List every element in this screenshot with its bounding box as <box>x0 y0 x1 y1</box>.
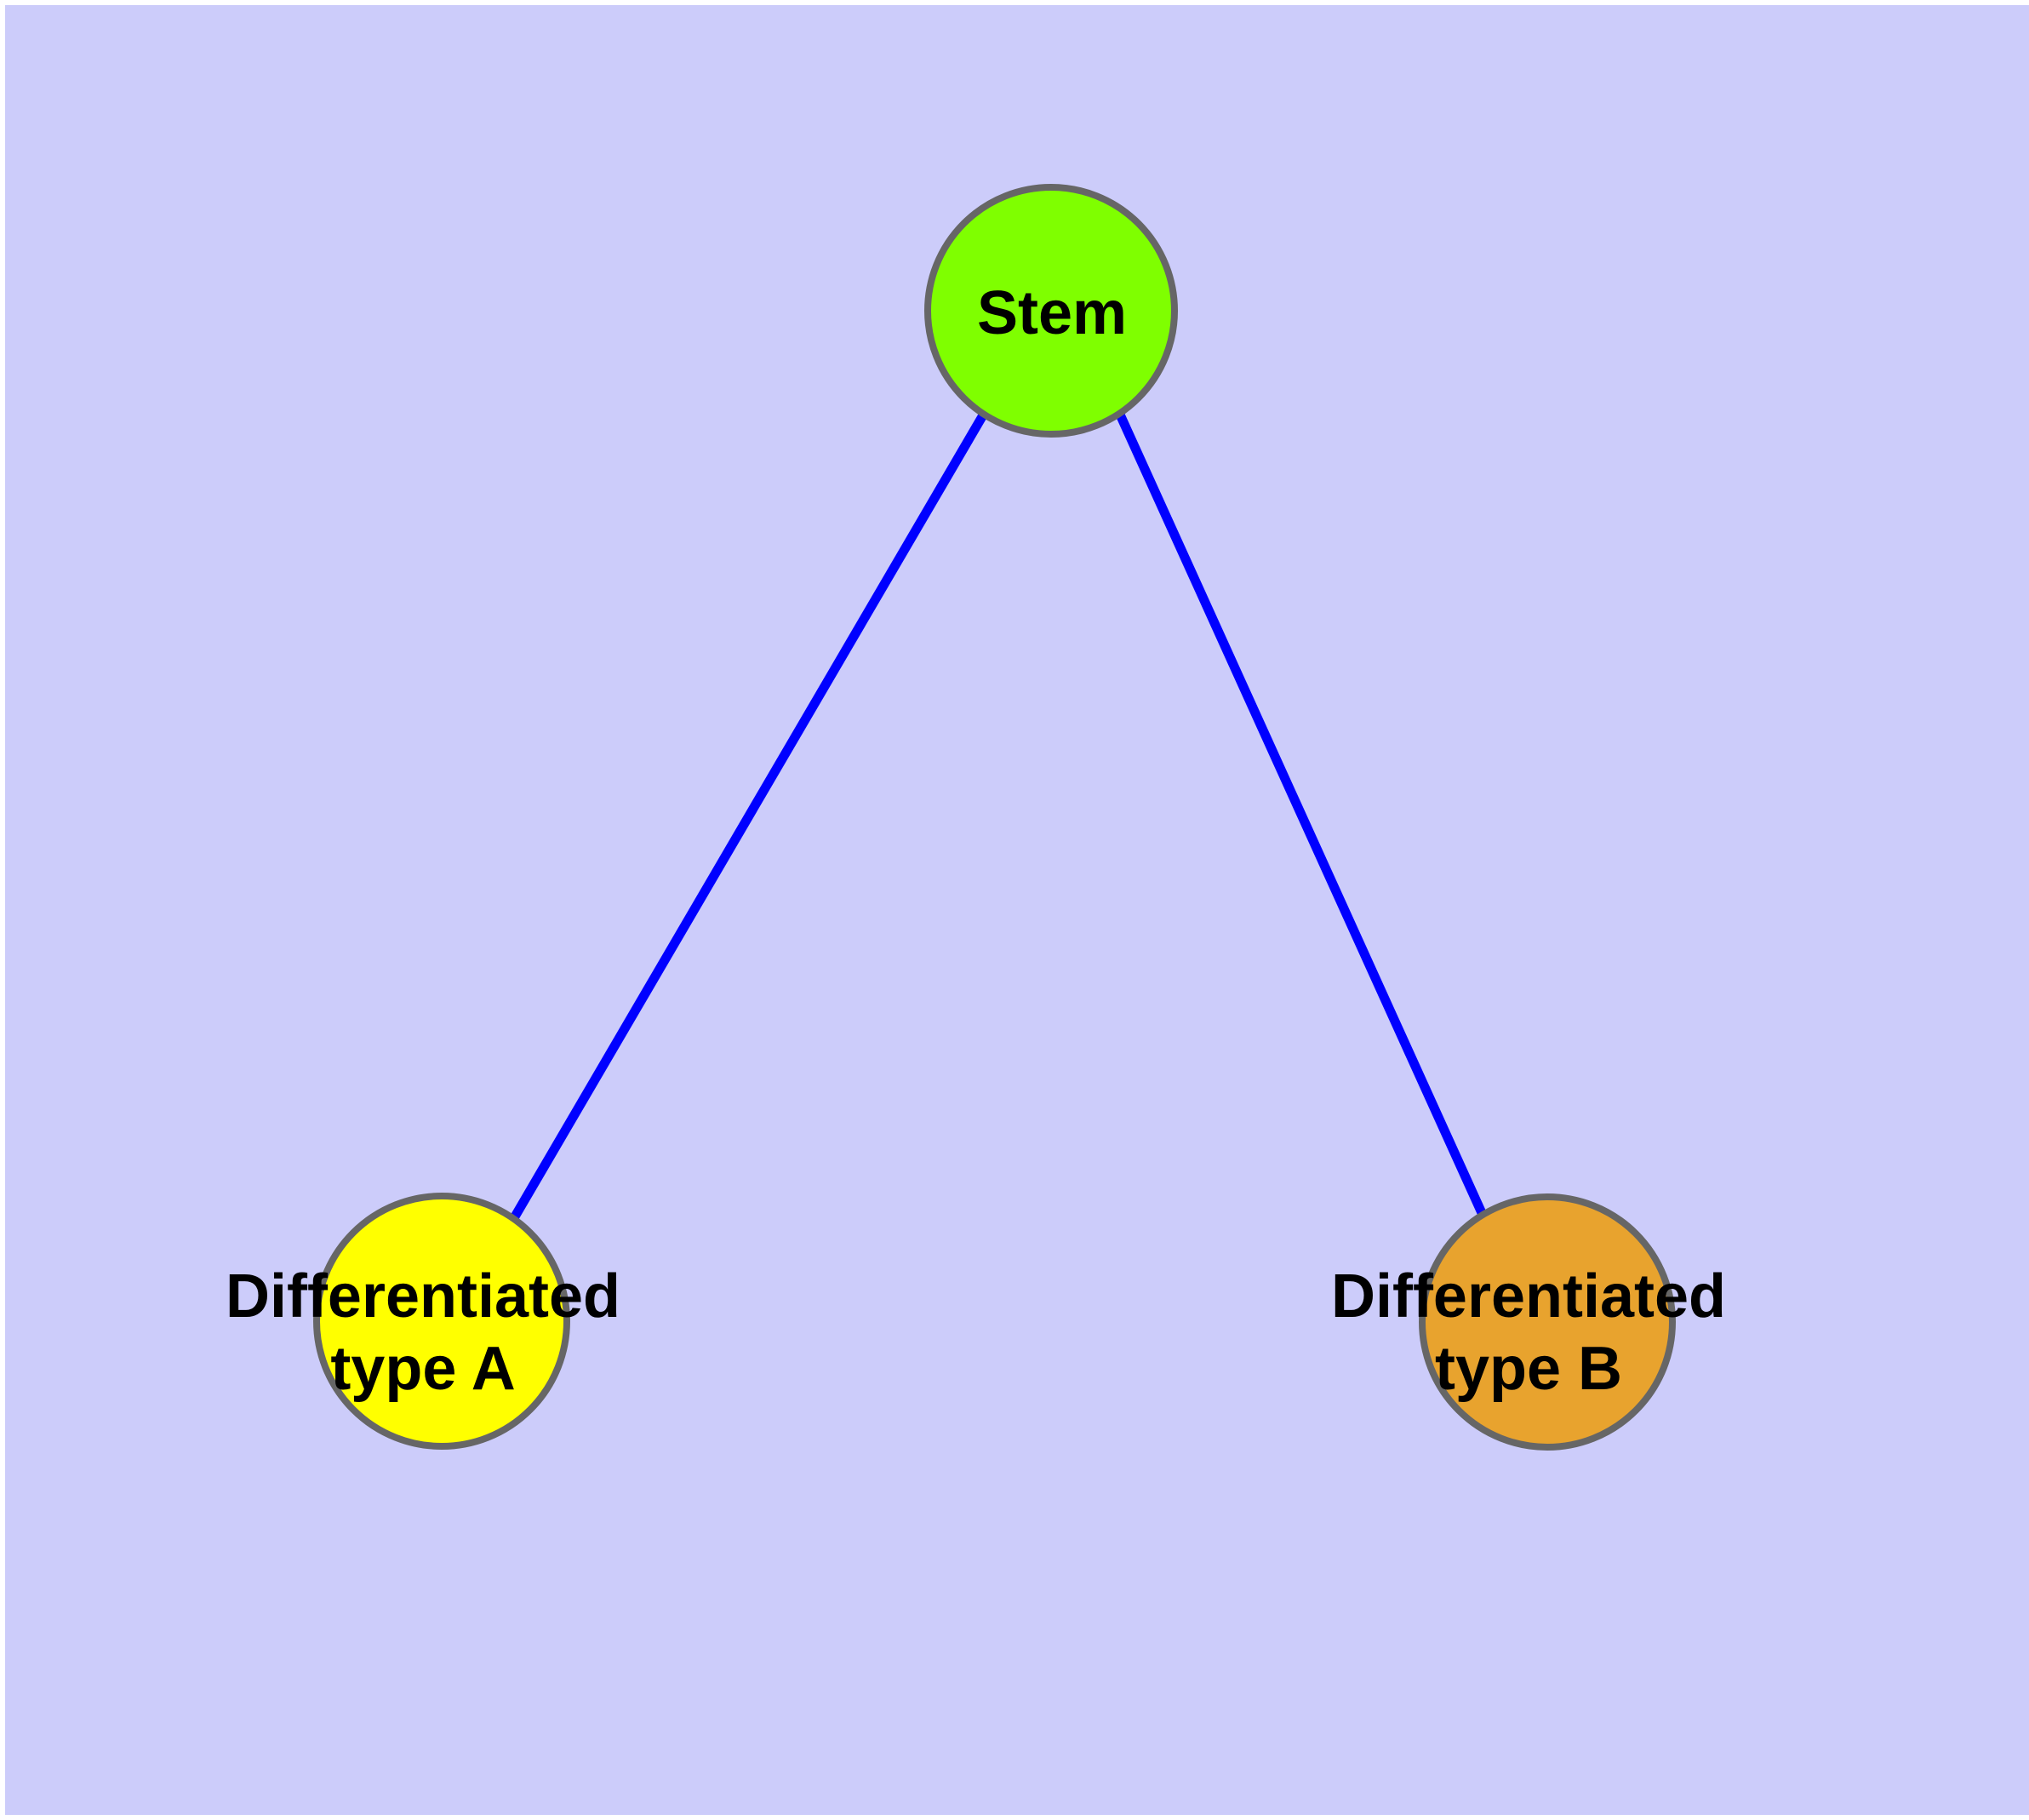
label-layer: Differentiated type A Differentiated typ… <box>226 1262 1726 1403</box>
node-layer: Stem Differentiated type A Differentiate… <box>226 184 1726 1451</box>
node-differentiated-type-a-circle[interactable] <box>313 1193 570 1450</box>
node-stem-circle[interactable] <box>924 184 1178 438</box>
node-differentiated-type-a[interactable] <box>313 1193 570 1450</box>
node-differentiated-type-b[interactable] <box>1419 1193 1676 1451</box>
node-stem-label-line1: Stem <box>977 279 1127 347</box>
edge-layer <box>507 411 1488 1225</box>
node-differentiated-type-a-label-line2: type A <box>330 1335 515 1403</box>
node-stem[interactable]: Stem <box>924 184 1178 438</box>
node-differentiated-type-a-label-line1: Differentiated <box>226 1262 620 1331</box>
node-differentiated-type-b-label-line2: type B <box>1435 1335 1622 1403</box>
node-differentiated-type-b-label-line1: Differentiated <box>1331 1262 1726 1331</box>
node-differentiated-type-b-circle[interactable] <box>1419 1193 1676 1451</box>
edge-stem-to-differentiated-type-a[interactable] <box>507 411 988 1225</box>
edge-stem-to-differentiated-type-b[interactable] <box>1115 412 1488 1217</box>
